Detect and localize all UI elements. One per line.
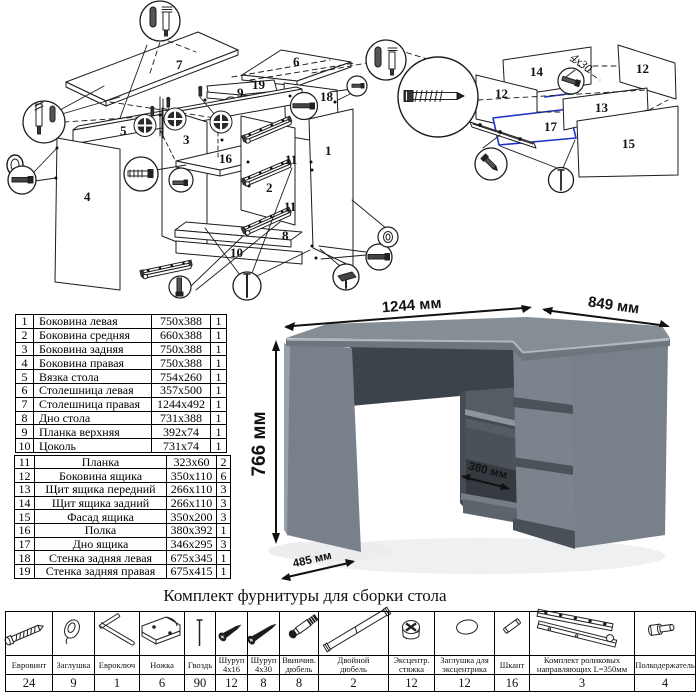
svg-text:5: 5 — [120, 123, 127, 138]
svg-text:12: 12 — [495, 86, 508, 101]
svg-text:11: 11 — [284, 199, 296, 214]
svg-text:766 мм: 766 мм — [249, 411, 270, 476]
svg-text:10: 10 — [230, 245, 243, 260]
svg-text:17: 17 — [544, 119, 558, 134]
svg-text:13: 13 — [595, 100, 609, 115]
svg-text:7: 7 — [176, 57, 183, 72]
svg-text:18: 18 — [320, 89, 334, 104]
svg-text:9: 9 — [237, 85, 244, 100]
svg-text:1244 мм: 1244 мм — [381, 295, 442, 317]
svg-text:8: 8 — [282, 228, 289, 243]
svg-text:12: 12 — [636, 61, 649, 76]
svg-text:2: 2 — [266, 180, 273, 195]
svg-text:11: 11 — [285, 152, 297, 167]
svg-text:16: 16 — [219, 151, 233, 166]
svg-text:19: 19 — [252, 77, 266, 92]
svg-text:14: 14 — [530, 64, 544, 79]
svg-text:15: 15 — [622, 136, 636, 151]
svg-text:3: 3 — [183, 132, 190, 147]
svg-text:4: 4 — [84, 189, 91, 204]
svg-text:849 мм: 849 мм — [587, 294, 640, 318]
svg-text:1: 1 — [325, 143, 332, 158]
svg-text:6: 6 — [293, 54, 300, 69]
